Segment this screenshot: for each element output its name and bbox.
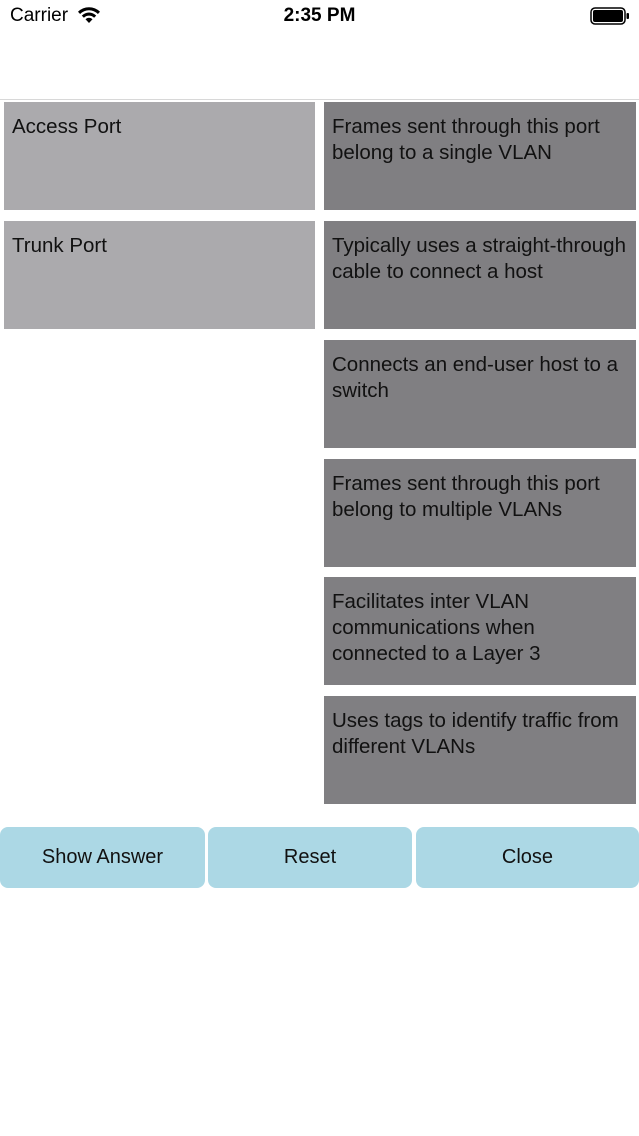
drag-item-trunk-port[interactable]: Trunk Port — [4, 221, 315, 329]
drag-item-access-port[interactable]: Access Port — [4, 102, 315, 210]
header-divider — [0, 99, 639, 100]
target-item-label: Connects an end-user host to a switch — [332, 353, 619, 402]
target-item-label: Typically uses a straight-through cable … — [332, 234, 626, 283]
drag-item-label: Trunk Port — [12, 234, 107, 257]
target-item-label: Facilitates inter VLAN communications wh… — [332, 590, 541, 665]
clock: 2:35 PM — [283, 5, 356, 26]
target-item-3[interactable]: Connects an end-user host to a switch — [324, 340, 636, 448]
reset-button[interactable]: Reset — [208, 827, 412, 888]
carrier-label: Carrier — [10, 5, 69, 26]
wifi-icon — [78, 7, 100, 23]
target-item-4[interactable]: Frames sent through this port belong to … — [324, 459, 636, 567]
target-item-6[interactable]: Uses tags to identify traffic from diffe… — [324, 696, 636, 804]
target-item-label: Frames sent through this port belong to … — [332, 472, 600, 521]
close-button[interactable]: Close — [416, 827, 639, 888]
drag-item-label: Access Port — [12, 115, 122, 138]
show-answer-button[interactable]: Show Answer — [0, 827, 205, 888]
battery-icon — [590, 7, 629, 25]
target-item-label: Uses tags to identify traffic from diffe… — [332, 709, 619, 758]
status-bar: Carrier 2:35 PM — [0, 0, 639, 40]
target-item-2[interactable]: Typically uses a straight-through cable … — [324, 221, 636, 329]
target-item-5[interactable]: Facilitates inter VLAN communications wh… — [324, 577, 636, 685]
target-item-label: Frames sent through this port belong to … — [332, 115, 600, 164]
target-item-1[interactable]: Frames sent through this port belong to … — [324, 102, 636, 210]
